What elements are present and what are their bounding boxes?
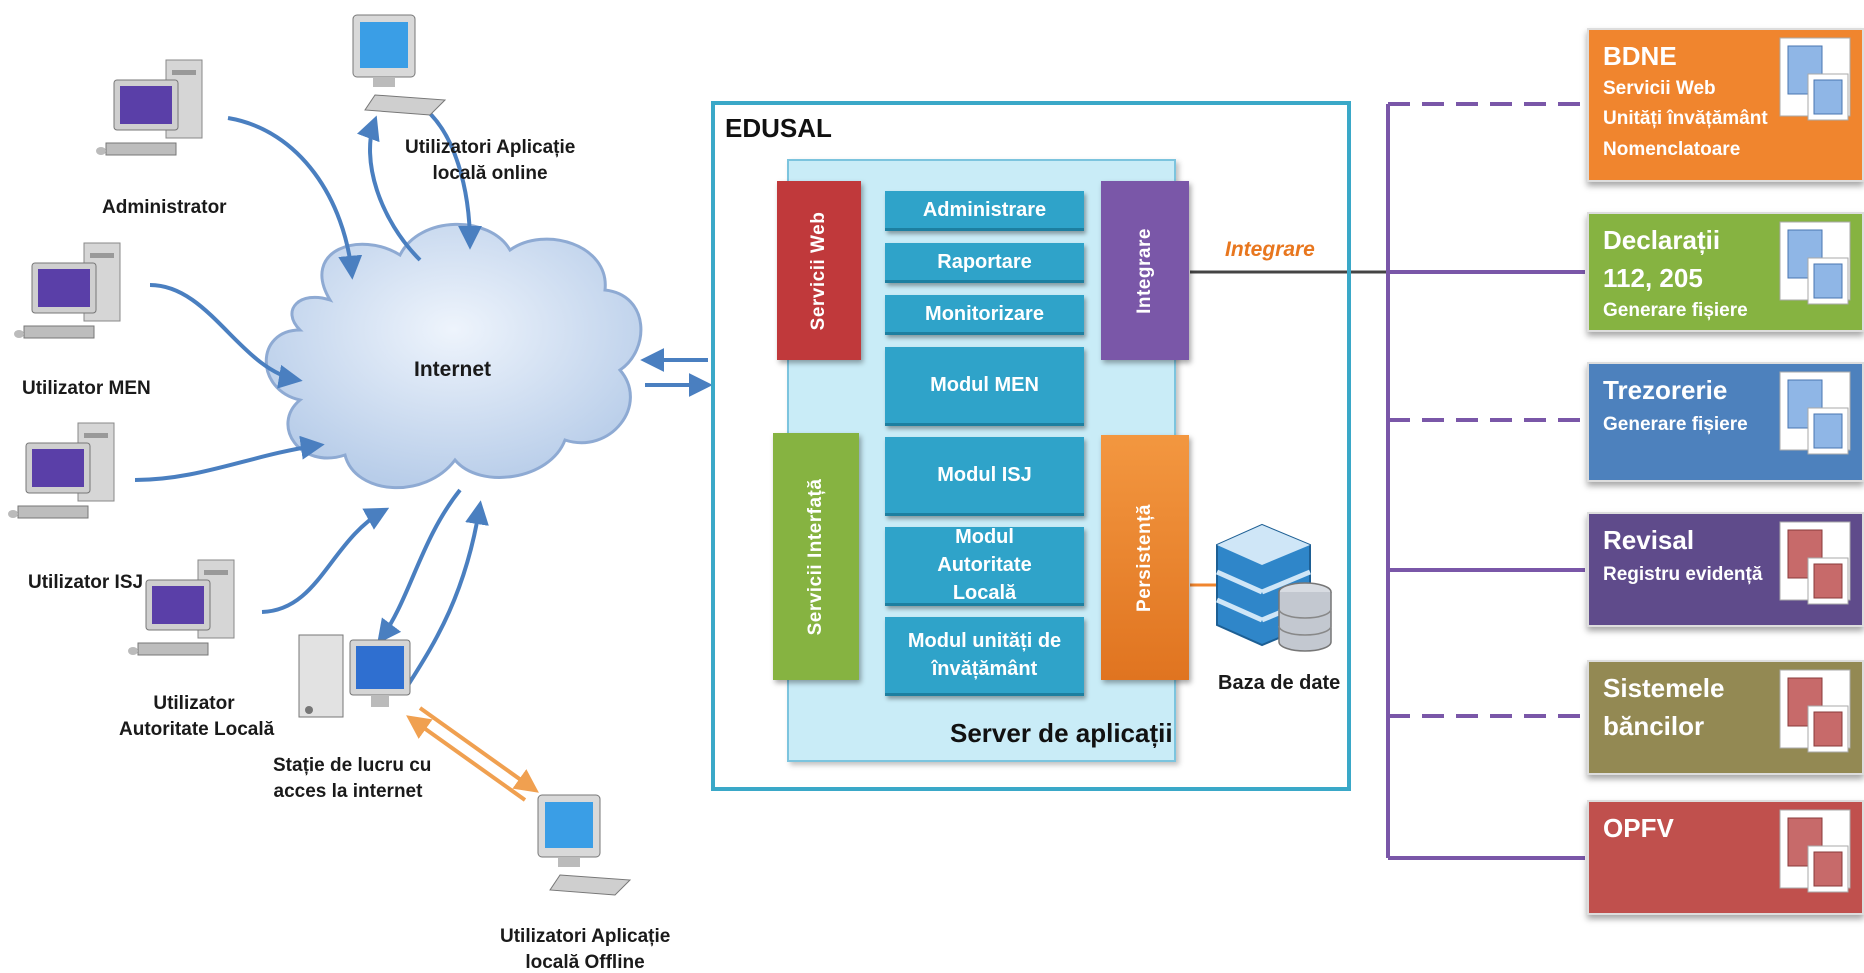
server-db-icon bbox=[1779, 669, 1851, 753]
external-sistemele-bancilor: Sistemele băncilor bbox=[1587, 660, 1864, 775]
utilizator-men-computer-icon bbox=[14, 242, 121, 339]
utilizator-isj-computer-icon bbox=[8, 422, 115, 519]
external-revisal: Revisal Registru evidență bbox=[1587, 512, 1864, 627]
integrare-link-label: Integrare bbox=[1225, 238, 1315, 261]
server-db-icon bbox=[1779, 37, 1851, 121]
aplicatie-offline-computer-icon bbox=[537, 794, 632, 896]
servicii-interfata-bar: Servicii Interfață bbox=[773, 433, 859, 680]
aplicatie-online-label: Utilizatori Aplicație locală online bbox=[405, 137, 576, 184]
server-db-icon bbox=[1779, 809, 1851, 893]
external-bdne: BDNE Servicii Web Unități învățământ Nom… bbox=[1587, 28, 1864, 182]
external-opfv: OPFV bbox=[1587, 800, 1864, 915]
administrator-label: Administrator bbox=[102, 197, 227, 218]
edusal-frame bbox=[711, 101, 1351, 791]
utilizator-isj-label: Utilizator ISJ bbox=[28, 572, 144, 593]
internet-label: Internet bbox=[414, 358, 492, 381]
edusal-title: EDUSAL bbox=[725, 113, 832, 143]
statie-lucru-label: Stație de lucru cu acces la internet bbox=[273, 755, 432, 802]
external-declaratii: Declarații 112, 205 Generare fișiere bbox=[1587, 212, 1864, 332]
integrare-bar: Integrare bbox=[1101, 181, 1189, 360]
integration-lines bbox=[1190, 102, 1585, 860]
servicii-web-bar: Servicii Web bbox=[777, 181, 861, 360]
database-icon bbox=[1215, 523, 1332, 652]
administrator-computer-icon bbox=[96, 59, 203, 156]
utilizator-men-label: Utilizator MEN bbox=[22, 378, 151, 399]
module-monitorizare: Monitorizare bbox=[885, 295, 1084, 335]
utilizator-autoritate-label: Utilizator Autoritate Locală bbox=[119, 693, 275, 740]
server-db-icon bbox=[1779, 221, 1851, 305]
server-db-icon bbox=[1779, 521, 1851, 605]
offline-link bbox=[406, 706, 539, 802]
module-isj: Modul ISJ bbox=[885, 437, 1084, 516]
persistenta-bar: Persistență bbox=[1101, 435, 1189, 680]
external-trezorerie: Trezorerie Generare fișiere bbox=[1587, 362, 1864, 482]
server-db-icon bbox=[1779, 371, 1851, 455]
baza-de-date-label: Baza de date bbox=[1218, 672, 1341, 694]
aplicatie-online-computer-icon bbox=[352, 14, 447, 116]
utilizator-autoritate-computer-icon bbox=[128, 559, 235, 656]
statie-lucru-computer-icon bbox=[298, 634, 411, 718]
module-unitati-invatamant: Modul unități de învățământ bbox=[885, 617, 1084, 696]
server-label: Server de aplicații bbox=[950, 718, 1173, 748]
client-links bbox=[134, 103, 713, 692]
module-raportare: Raportare bbox=[885, 243, 1084, 283]
module-autoritate-locala: Modul Autoritate Locală bbox=[885, 526, 1084, 606]
aplicatie-offline-label: Utilizatori Aplicație locală Offline bbox=[500, 926, 671, 973]
module-administrare: Administrare bbox=[885, 191, 1084, 231]
module-men: Modul MEN bbox=[885, 347, 1084, 426]
